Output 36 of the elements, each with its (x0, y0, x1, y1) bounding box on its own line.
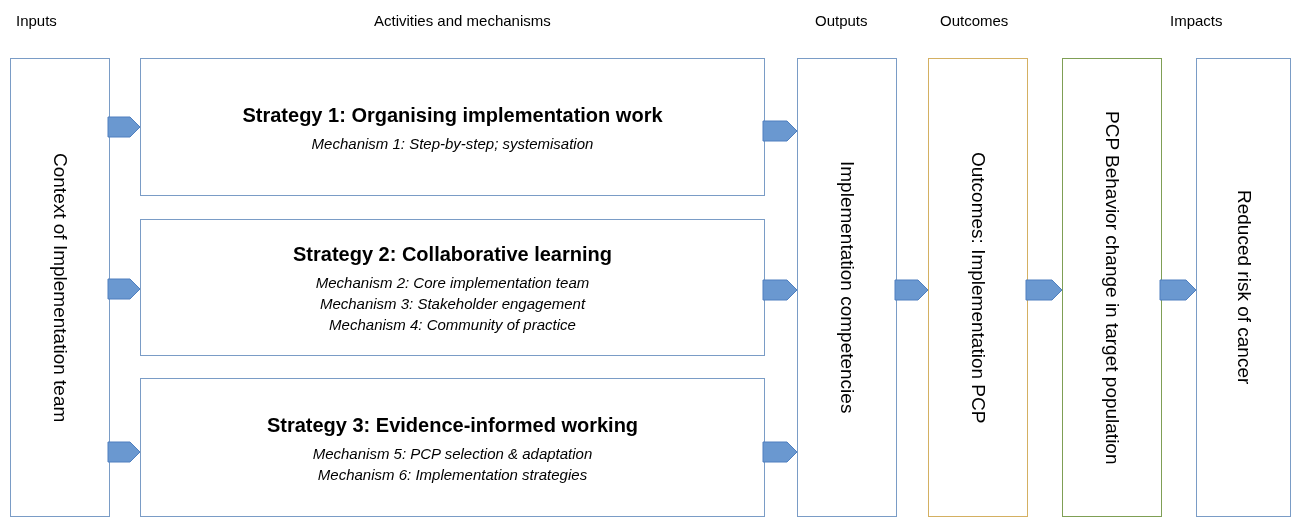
stage-text: Outcomes: Implementation PCP (967, 151, 991, 424)
block-arrow (762, 120, 798, 142)
block-arrow (1025, 279, 1063, 301)
block-arrow (107, 278, 141, 300)
stage-box (928, 58, 1028, 517)
strategy-title: Strategy 1: Organising implementation work (242, 102, 663, 128)
block-arrow (894, 279, 929, 301)
stage-box (1062, 58, 1162, 517)
strategy-title: Strategy 2: Collaborative learning (293, 242, 612, 267)
strategy-box (140, 58, 765, 196)
stage-box (797, 58, 897, 517)
mechanism-text: Mechanism 4: Community of practice (329, 315, 576, 335)
block-arrow (107, 116, 141, 138)
column-heading: Activities and mechanisms (374, 11, 551, 31)
block-arrow (762, 279, 798, 301)
column-heading: Impacts (1170, 11, 1223, 31)
mechanism-text: Mechanism 1: Step-by-step; systemisation (311, 133, 594, 154)
strategy-box (140, 219, 765, 356)
stage-box (1196, 58, 1291, 517)
mechanism-text: Mechanism 3: Stakeholder engagement (319, 294, 586, 314)
mechanism-text: Mechanism 2: Core implementation team (315, 273, 590, 293)
strategy-box (140, 378, 765, 517)
column-heading: Outcomes (940, 11, 1009, 31)
block-arrow (1159, 279, 1197, 301)
stage-box (10, 58, 110, 517)
column-heading: Inputs (16, 11, 57, 31)
block-arrow (107, 441, 141, 463)
stage-text: Implementation competencies (836, 161, 860, 414)
column-heading: Outputs (815, 11, 868, 31)
mechanism-text: Mechanism 6: Implementation strategies (317, 464, 588, 485)
mechanism-text: Mechanism 5: PCP selection & adaptation (312, 443, 593, 464)
strategy-title: Strategy 3: Evidence-informed working (266, 412, 639, 438)
stage-text: PCP Behavior change in target population (1101, 110, 1125, 465)
stage-text: Context of Implementation team (49, 152, 73, 423)
stage-text: Reduced risk of cancer (1232, 190, 1256, 385)
block-arrow (762, 441, 798, 463)
